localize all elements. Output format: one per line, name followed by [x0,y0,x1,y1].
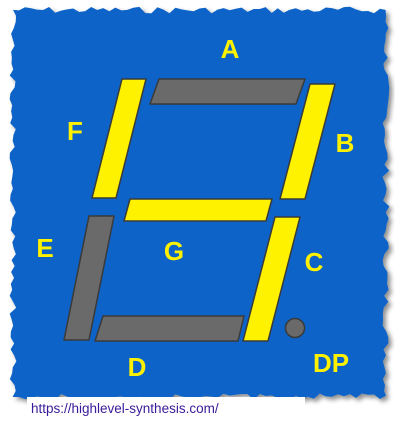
label-a: A [221,34,240,64]
label-c: C [305,247,324,277]
label-e: E [36,233,53,263]
label-f: F [67,116,83,146]
segment-dp [286,319,305,338]
label-g: G [164,236,184,266]
segment-g [124,199,272,221]
segment-a [150,79,305,104]
label-d: D [128,352,147,382]
source-url[interactable]: https://highlevel-synthesis.com/ [31,401,219,416]
label-dp: DP [313,348,349,378]
label-b: B [336,128,355,158]
segment-d [95,316,244,341]
